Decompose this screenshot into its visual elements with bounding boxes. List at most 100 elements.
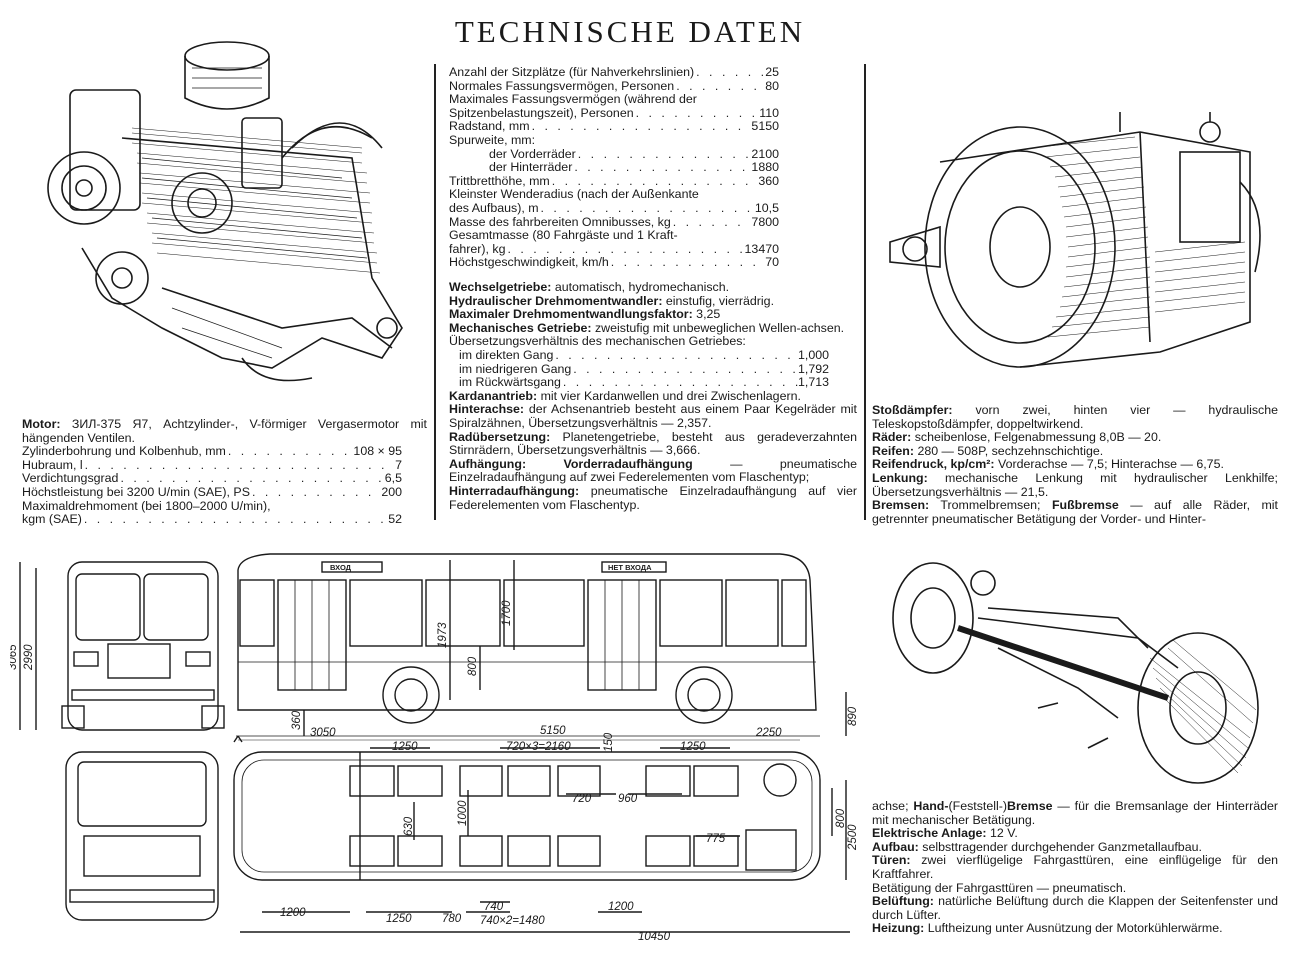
door-label-no-entry: НЕТ ВХОДА [608,563,652,572]
leader-dots [226,445,354,459]
spec-row: Trittbretthöhe, mm 360 [449,173,779,189]
spec-label: Spurweite, mm: [449,132,536,147]
spec-label: kgm (SAE) [22,512,82,527]
spec-row: Masse des fahrbereiten Omnibusses, kg780… [449,214,779,230]
dim-150: 150 [603,732,615,752]
motor-specs: Motor: ЗИЛ-375 Я7, Achtzylinder-, V-förm… [22,417,427,527]
dim-720x3: 720×3=2160 [506,741,571,753]
spec-row: der Hinterräder 1880 [449,161,779,175]
spec-label: Spitzenbelastungszeit), Personen [449,105,634,120]
spec-row: Kleinster Wenderadius (nach der Außenkan… [449,188,779,202]
spec-value: 70 [765,255,779,270]
spec-row: Gesamtmasse (80 Fahrgäste und 1 Kraft- [449,229,779,243]
leader-dots [694,66,765,80]
leader-dots [83,459,395,473]
dim-2500: 2500 [847,824,859,851]
chassis-specs-top: Stoßdämpfer: vorn zwei, hinten vier — hy… [872,403,1278,526]
leader-dots [576,148,752,162]
spec-row: der Vorderräder2100 [449,147,779,162]
spec-row: kgm (SAE) 52 [22,513,402,527]
spec-value: 1,792 [797,361,829,376]
dim-1200-b: 1200 [608,901,634,913]
leader-dots [674,80,765,94]
spec-label: Höchstgeschwindigkeit, km/h [449,255,609,270]
leader-dots [553,349,798,363]
spec-value: 7800 [751,214,779,229]
dim-800-side: 800 [467,656,479,676]
spec-label: im Rückwärtsgang [459,375,561,390]
leader-dots [550,175,759,189]
spec-value: 7 [395,457,402,472]
spec-value: 360 [758,173,779,188]
dim-630: 630 [403,816,415,836]
spec-row: Maximales Fassungsvermögen (während der [449,93,779,107]
spec-row: Höchstgeschwindigkeit, km/h 70 [449,256,779,270]
spec-value: 80 [765,78,779,93]
dim-1250-b: 1250 [680,741,706,753]
dim-2250: 2250 [755,727,782,739]
divider-right [864,64,866,520]
leader-dots [561,376,798,390]
spec-row: des Aufbaus), m10,5 [449,200,779,216]
spec-value: 1,713 [797,375,829,390]
transmission-specs: Wechselgetriebe: automatisch, hydromecha… [449,280,857,512]
dim-1973: 1973 [437,622,449,648]
dim-1250-a: 1250 [392,741,418,753]
dim-890: 890 [847,706,859,726]
spec-row: Radstand, mm5150 [449,120,779,134]
dim-960: 960 [618,793,638,805]
spec-row: Höchstleistung bei 3200 U/min (SAE), PS 2… [22,484,402,500]
spec-row: Zylinderbohrung und Kolbenhub, mm108 × 9… [22,445,402,459]
leader-dots [505,243,744,257]
bus-dimension-drawing: 3065 2990 1973 1700 800 890 360 3050 515… [10,553,859,943]
dim-1200-a: 1200 [280,907,306,919]
spec-row: Normales Fassungsvermögen, Personen 80 [449,78,779,94]
dim-780: 780 [442,913,462,925]
general-specs: Anzahl der Sitzplätze (für Nahverkehrsli… [449,65,779,270]
dim-720: 720 [572,793,592,805]
leader-dots [118,472,384,486]
leader-dots [530,120,752,134]
spec-value: 1880 [751,160,779,175]
dim-5150: 5150 [540,725,566,737]
spec-value: 25 [765,65,779,79]
leader-dots [571,363,798,377]
dim-800-plan: 800 [835,808,847,828]
divider-left [434,64,436,520]
leader-dots [634,107,760,121]
dim-3065: 3065 [10,644,19,670]
spec-label: im direkten Gang [459,347,554,362]
leader-dots [671,216,752,230]
chassis-specs-bottom: achse; Hand-(Feststell-)Bremse — für die… [872,799,1279,936]
rear-axle-illustration [892,562,1259,784]
spec-value: 1,000 [797,347,829,362]
spec-value: 200 [381,484,402,499]
leader-dots [250,486,381,500]
spec-value: 13470 [744,241,779,256]
dim-740: 740 [484,901,504,913]
dim-775: 775 [706,833,726,845]
spec-label: Kleinster Wenderadius (nach der Außenkan… [449,187,699,202]
spec-value: 6,5 [384,471,402,486]
spec-label: Höchstleistung bei 3200 U/min (SAE), PS [22,484,250,499]
spec-label: Gesamtmasse (80 Fahrgäste und 1 Kraft- [449,228,678,243]
spec-row: im Rückwärtsgang 1,713 [449,376,829,390]
spec-label: Maximales Fassungsvermögen (während der [449,92,697,107]
spec-label: der Hinterräder [489,160,573,175]
spec-row: Hubraum, l7 [22,457,402,473]
spec-label: im niedrigeren Gang [459,361,572,376]
spec-label: Normales Fassungsvermögen, Personen [449,78,675,93]
leader-dots [609,256,765,270]
leader-dots [572,161,751,175]
spec-value: 52 [388,512,402,527]
dim-2990: 2990 [23,644,35,671]
engine-illustration [47,41,403,382]
door-label-entry: ВХОД [330,563,352,572]
spec-label: Trittbretthöhe, mm [449,173,550,188]
leader-dots [539,202,755,216]
dim-740x2: 740×2=1480 [480,915,545,927]
spec-value: 5150 [751,119,779,134]
spec-label: des Aufbaus), m [449,200,539,215]
spec-row: im direkten Gang 1,000 [449,347,829,363]
